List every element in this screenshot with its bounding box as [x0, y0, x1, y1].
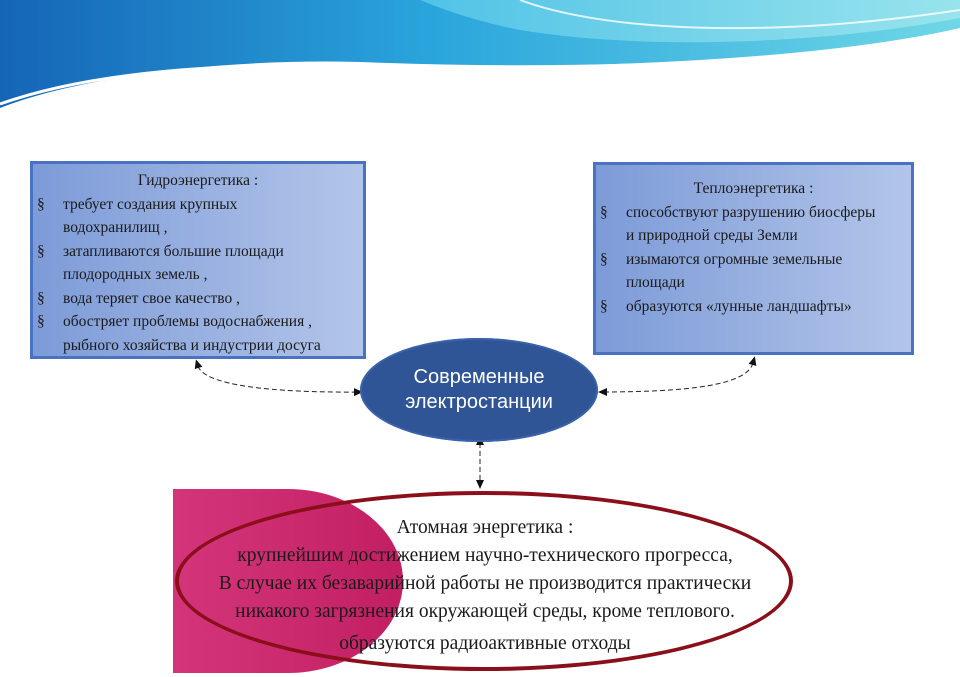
header-wave-decoration	[0, 0, 960, 108]
bullet-icon: §	[37, 313, 45, 330]
hydro-item: § обостряет проблемы водоснабжения , рыб…	[37, 310, 359, 357]
hydro-item: § затапливаются большие площади плодород…	[37, 240, 359, 287]
bullet-icon: §	[37, 242, 45, 260]
atomic-line: образуются радиоактивные отходы	[339, 633, 631, 654]
bullet-icon: §	[600, 297, 608, 315]
hydro-list: § требует создания крупных водохранилищ …	[37, 193, 359, 358]
hydro-item: § вода теряет свое качество ,	[37, 287, 359, 311]
thermal-item: § способствуют разрушению биосферы и при…	[600, 201, 907, 248]
thermal-title: Теплоэнергетика :	[693, 180, 814, 197]
atomic-line: крупнейшим достижением научно-техническо…	[237, 545, 733, 566]
hydro-title: Гидроэнергетика :	[137, 172, 259, 189]
bullet-icon: §	[600, 203, 608, 221]
arrow-hydro-to-center	[194, 359, 363, 397]
bullet-icon: §	[37, 289, 45, 307]
atomic-title: Атомная энергетика :	[396, 517, 574, 538]
arrow-thermal-to-center	[598, 356, 757, 396]
hydro-item: § требует создания крупных водохранилищ …	[37, 193, 359, 240]
modern-power-plants-node: Современные электростанции	[360, 338, 598, 442]
bullet-icon: §	[37, 195, 45, 213]
atomic-line: В случае их безаварийной работы не произ…	[218, 573, 752, 594]
thermal-list: § способствуют разрушению биосферы и при…	[600, 201, 907, 319]
atomic-power-text: Атомная энергетика : крупнейшим достижен…	[180, 514, 790, 658]
thermal-power-box: Теплоэнергетика : § способствуют разруше…	[593, 162, 914, 355]
atomic-ring	[175, 491, 793, 671]
bullet-icon: §	[600, 250, 608, 268]
hydro-power-box: Гидроэнергетика : § требует создания кру…	[30, 161, 366, 359]
atomic-line: никакого загрязнения окружающей среды, к…	[235, 601, 735, 622]
thermal-item: § образуются «лунные ландшафты»	[600, 295, 907, 319]
thermal-item: § изымаются огромные земельные площади	[600, 248, 907, 295]
center-label-line2: электростанции	[405, 391, 553, 413]
center-label-line1: Современные	[413, 366, 545, 388]
